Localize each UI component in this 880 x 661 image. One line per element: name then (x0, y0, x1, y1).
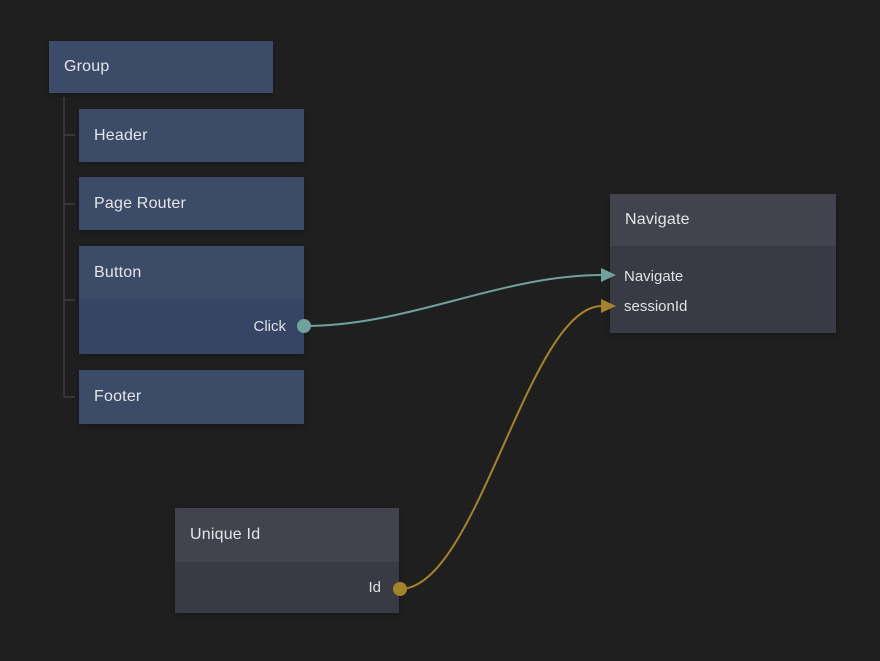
connection-click-to-navigate[interactable] (303, 274, 603, 327)
node-page-router[interactable]: Page Router (79, 177, 304, 230)
port-label-navigate: Navigate (624, 267, 684, 285)
node-title: Navigate (610, 194, 836, 246)
port-label-click: Click (253, 318, 287, 335)
port-row-navigate-input[interactable]: Navigate (610, 261, 836, 291)
port-label-sessionid: sessionId (624, 297, 688, 315)
port-row-id-output[interactable]: Id (175, 562, 399, 613)
node-title: Header (79, 109, 304, 162)
node-button[interactable]: Button Click (79, 246, 304, 354)
tree-connector-line (63, 97, 75, 398)
port-label-id: Id (368, 579, 381, 596)
node-title: Unique Id (175, 508, 399, 562)
node-title: Group (49, 41, 273, 93)
connection-id-to-sessionid[interactable] (399, 305, 603, 590)
node-group[interactable]: Group (49, 41, 273, 93)
node-title: Footer (79, 370, 304, 424)
node-title: Page Router (79, 177, 304, 230)
port-row-click-output[interactable]: Click (79, 299, 304, 354)
port-row-sessionid-input[interactable]: sessionId (610, 291, 836, 321)
node-title: Button (79, 246, 304, 299)
node-footer[interactable]: Footer (79, 370, 304, 424)
node-header[interactable]: Header (79, 109, 304, 162)
node-unique-id[interactable]: Unique Id Id (175, 508, 399, 613)
node-navigate[interactable]: Navigate Navigate sessionId (610, 194, 836, 333)
